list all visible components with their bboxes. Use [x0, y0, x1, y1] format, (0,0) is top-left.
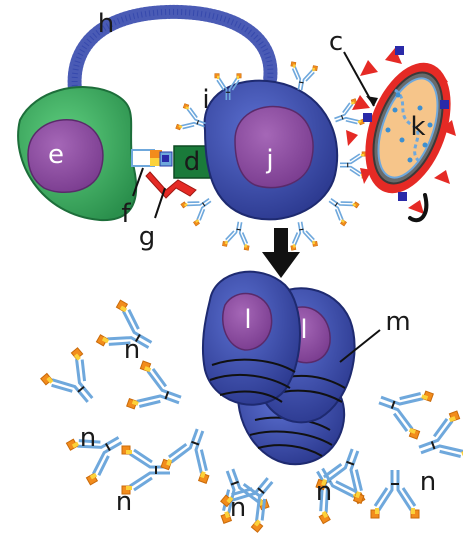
label-n1: n [124, 335, 140, 365]
down-arrow [262, 228, 300, 278]
label-i: i [202, 85, 209, 115]
label-f: f [121, 199, 131, 229]
label-n2: n [80, 423, 96, 453]
dendrite-arc [67, 4, 278, 97]
cell-j: j [203, 79, 339, 221]
label-m: m [385, 307, 410, 337]
label-l1: l [244, 305, 251, 335]
label-d: d [184, 147, 201, 177]
label-g: g [139, 222, 156, 252]
label-n5: n [316, 477, 332, 507]
label-k: k [410, 112, 425, 142]
cell-e: e [17, 86, 138, 222]
label-n3: n [116, 487, 132, 517]
label-h: h [98, 9, 114, 39]
plasma-cells: l l [201, 270, 356, 466]
pointer-g [154, 187, 166, 219]
label-l2: l [300, 315, 307, 345]
pointer-m [339, 329, 381, 363]
label-j: j [265, 145, 273, 175]
pointer-f [132, 167, 144, 197]
cd-molecule-d: d [173, 145, 211, 179]
bacterium-k: k [346, 46, 456, 223]
mhc-complex [131, 149, 197, 199]
label-e: e [48, 140, 64, 170]
label-n6: n [420, 467, 436, 497]
label-n4: n [230, 493, 246, 523]
label-c: c [329, 27, 343, 57]
